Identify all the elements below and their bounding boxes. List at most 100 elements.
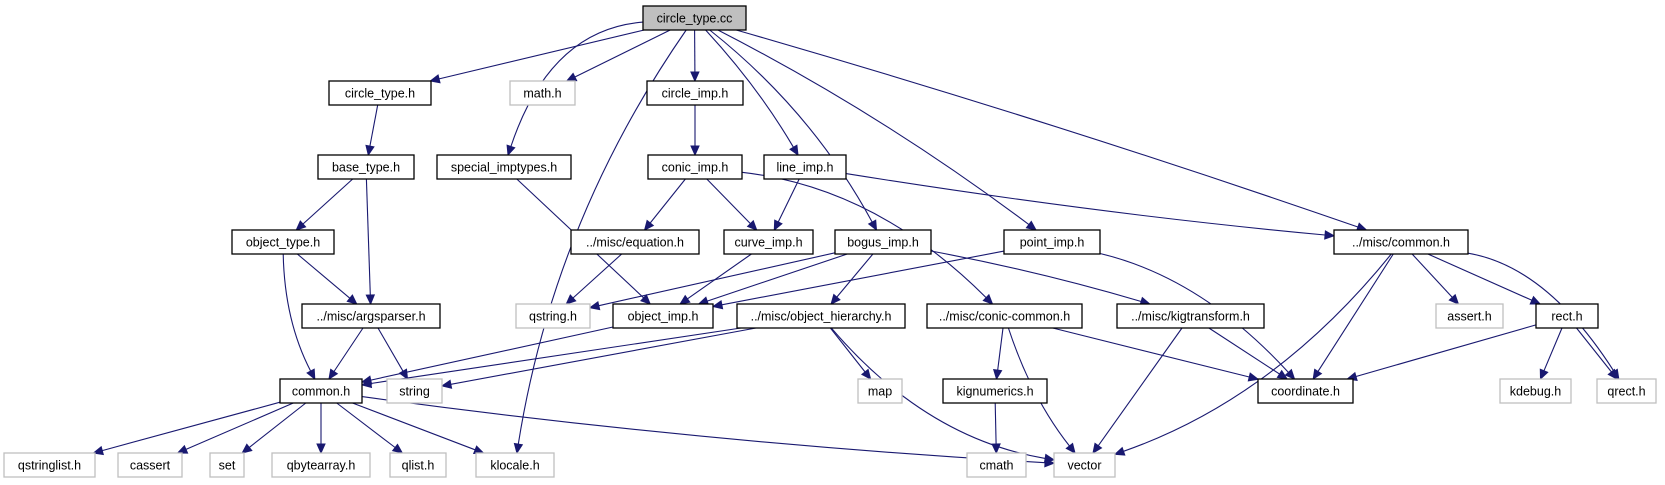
edge-line (777, 178, 800, 223)
edge-line (1052, 327, 1250, 378)
node-point-imp-h[interactable]: point_imp.h (1003, 229, 1101, 255)
node-rect-h[interactable]: rect.h (1535, 303, 1599, 329)
node-label: klocale.h (490, 459, 539, 473)
arrowhead-icon (506, 144, 516, 157)
edge-misc_argsparser_h-to-common_h (328, 327, 364, 381)
node-label: qstringlist.h (18, 459, 81, 473)
node-coordinate-h[interactable]: coordinate.h (1257, 378, 1354, 404)
node-misc-conic-common-h[interactable]: ../misc/conic-common.h (926, 303, 1083, 329)
node-circle-imp-h[interactable]: circle_imp.h (646, 80, 744, 106)
node-object-type-h[interactable]: object_type.h (231, 229, 335, 255)
node-box (271, 452, 371, 478)
edge-object_type_h-to-common_h (282, 253, 316, 381)
node-box (436, 154, 572, 180)
edge-line (598, 252, 836, 307)
arrowhead-icon (993, 369, 1003, 381)
edge-line (1467, 252, 1615, 372)
edge-line (438, 29, 645, 80)
arrowhead-icon (398, 368, 409, 381)
node-base-type-h[interactable]: base_type.h (317, 154, 415, 180)
node-map: map (857, 378, 903, 404)
arrowhead-icon (1539, 368, 1549, 381)
node-label: point_imp.h (1020, 236, 1085, 250)
edge-line (296, 253, 351, 299)
node-qbytearray-h: qbytearray.h (271, 452, 371, 478)
node-label: ../misc/argsparser.h (316, 310, 425, 324)
node-cassert: cassert (117, 452, 183, 478)
node-circle-type-cc[interactable]: circle_type.cc (642, 5, 747, 31)
edge-misc_object_hierarchy_h-to-common_h (360, 327, 742, 389)
edge-line (717, 29, 1030, 226)
node-misc-equation-h[interactable]: ../misc/equation.h (570, 229, 700, 255)
edge-line (930, 250, 1142, 303)
edge-circle_type_cc-to-bogus_imp_h (709, 29, 878, 232)
edge-circle_type_cc-to-point_imp_h (717, 29, 1037, 231)
node-misc-object-hierarchy-h[interactable]: ../misc/object_hierarchy.h (736, 303, 906, 329)
node-curve-imp-h[interactable]: curve_imp.h (723, 229, 814, 255)
node-object-imp-h[interactable]: object_imp.h (612, 303, 714, 329)
edge-point_imp_h-to-coordinate_h (1099, 252, 1296, 380)
edge-line (102, 401, 281, 452)
edge-line (830, 327, 1046, 459)
node-label: ../misc/kigtransform.h (1131, 310, 1250, 324)
node-label: bogus_imp.h (847, 236, 919, 250)
node-common-h[interactable]: common.h (279, 378, 363, 404)
node-misc-kigtransform-h[interactable]: ../misc/kigtransform.h (1116, 303, 1265, 329)
arrowhead-icon (1044, 457, 1056, 468)
edge-bogus_imp_h-to-misc_object_hierarchy_h (830, 253, 874, 305)
node-misc-common-h[interactable]: ../misc/common.h (1333, 229, 1469, 255)
edge-misc_argsparser_h-to-string (377, 327, 409, 381)
edge-line (706, 178, 751, 224)
node-label: common.h (292, 385, 350, 399)
edge-line (370, 326, 614, 381)
node-box (834, 229, 932, 255)
node-conic-imp-h[interactable]: conic_imp.h (647, 154, 743, 180)
node-label: object_type.h (246, 236, 320, 250)
node-label: string (399, 385, 430, 399)
edge-misc_common_h-to-rect_h (1427, 253, 1542, 305)
node-label: kdebug.h (1510, 385, 1561, 399)
edge-line (1543, 327, 1563, 371)
edge-line (707, 253, 848, 302)
arrowhead-icon (640, 293, 652, 305)
edge-line (1317, 253, 1394, 372)
node-line-imp-h[interactable]: line_imp.h (763, 154, 847, 180)
edge-common_h-to-qbytearray_h (316, 403, 326, 455)
node-bogus-imp-h[interactable]: bogus_imp.h (834, 229, 932, 255)
node-label: conic_imp.h (662, 161, 729, 175)
node-klocale-h: klocale.h (475, 452, 555, 478)
edge-circle_type_cc-to-math_h (565, 29, 671, 82)
node-box (646, 80, 744, 106)
edge-line (377, 327, 404, 372)
edge-line (302, 178, 354, 225)
edge-line (997, 327, 1004, 371)
edge-circle_type_cc-to-circle_type_h (429, 29, 645, 84)
arrowhead-icon (1529, 295, 1542, 305)
edge-common_h-to-qstringlist_h (92, 401, 281, 456)
node-misc-argsparser-h[interactable]: ../misc/argsparser.h (301, 303, 441, 329)
node-label: qlist.h (402, 459, 435, 473)
node-box (857, 378, 903, 404)
node-label: set (219, 459, 236, 473)
node-kignumerics-h[interactable]: kignumerics.h (942, 378, 1048, 404)
edge-line (1099, 252, 1289, 373)
node-box (475, 452, 555, 478)
arrowhead-icon (565, 294, 577, 305)
arrowhead-icon (513, 442, 524, 455)
node-box (723, 229, 814, 255)
arrowhead-icon (991, 443, 1001, 455)
arrowhead-icon (360, 378, 373, 389)
node-label: qrect.h (1607, 385, 1645, 399)
node-assert-h: assert.h (1435, 303, 1504, 329)
node-label: circle_type.h (345, 87, 415, 101)
edge-line (333, 327, 364, 372)
node-circle-type-h[interactable]: circle_type.h (328, 80, 432, 106)
node-special-imptypes-h[interactable]: special_imptypes.h (436, 154, 572, 180)
node-box (328, 80, 432, 106)
arrowhead-icon (365, 294, 376, 306)
node-set: set (209, 452, 245, 478)
edge-circle_type_cc-to-circle_imp_h (690, 29, 700, 83)
arrowhead-icon (328, 368, 339, 381)
node-label: line_imp.h (777, 161, 834, 175)
arrowhead-icon (1113, 446, 1126, 456)
